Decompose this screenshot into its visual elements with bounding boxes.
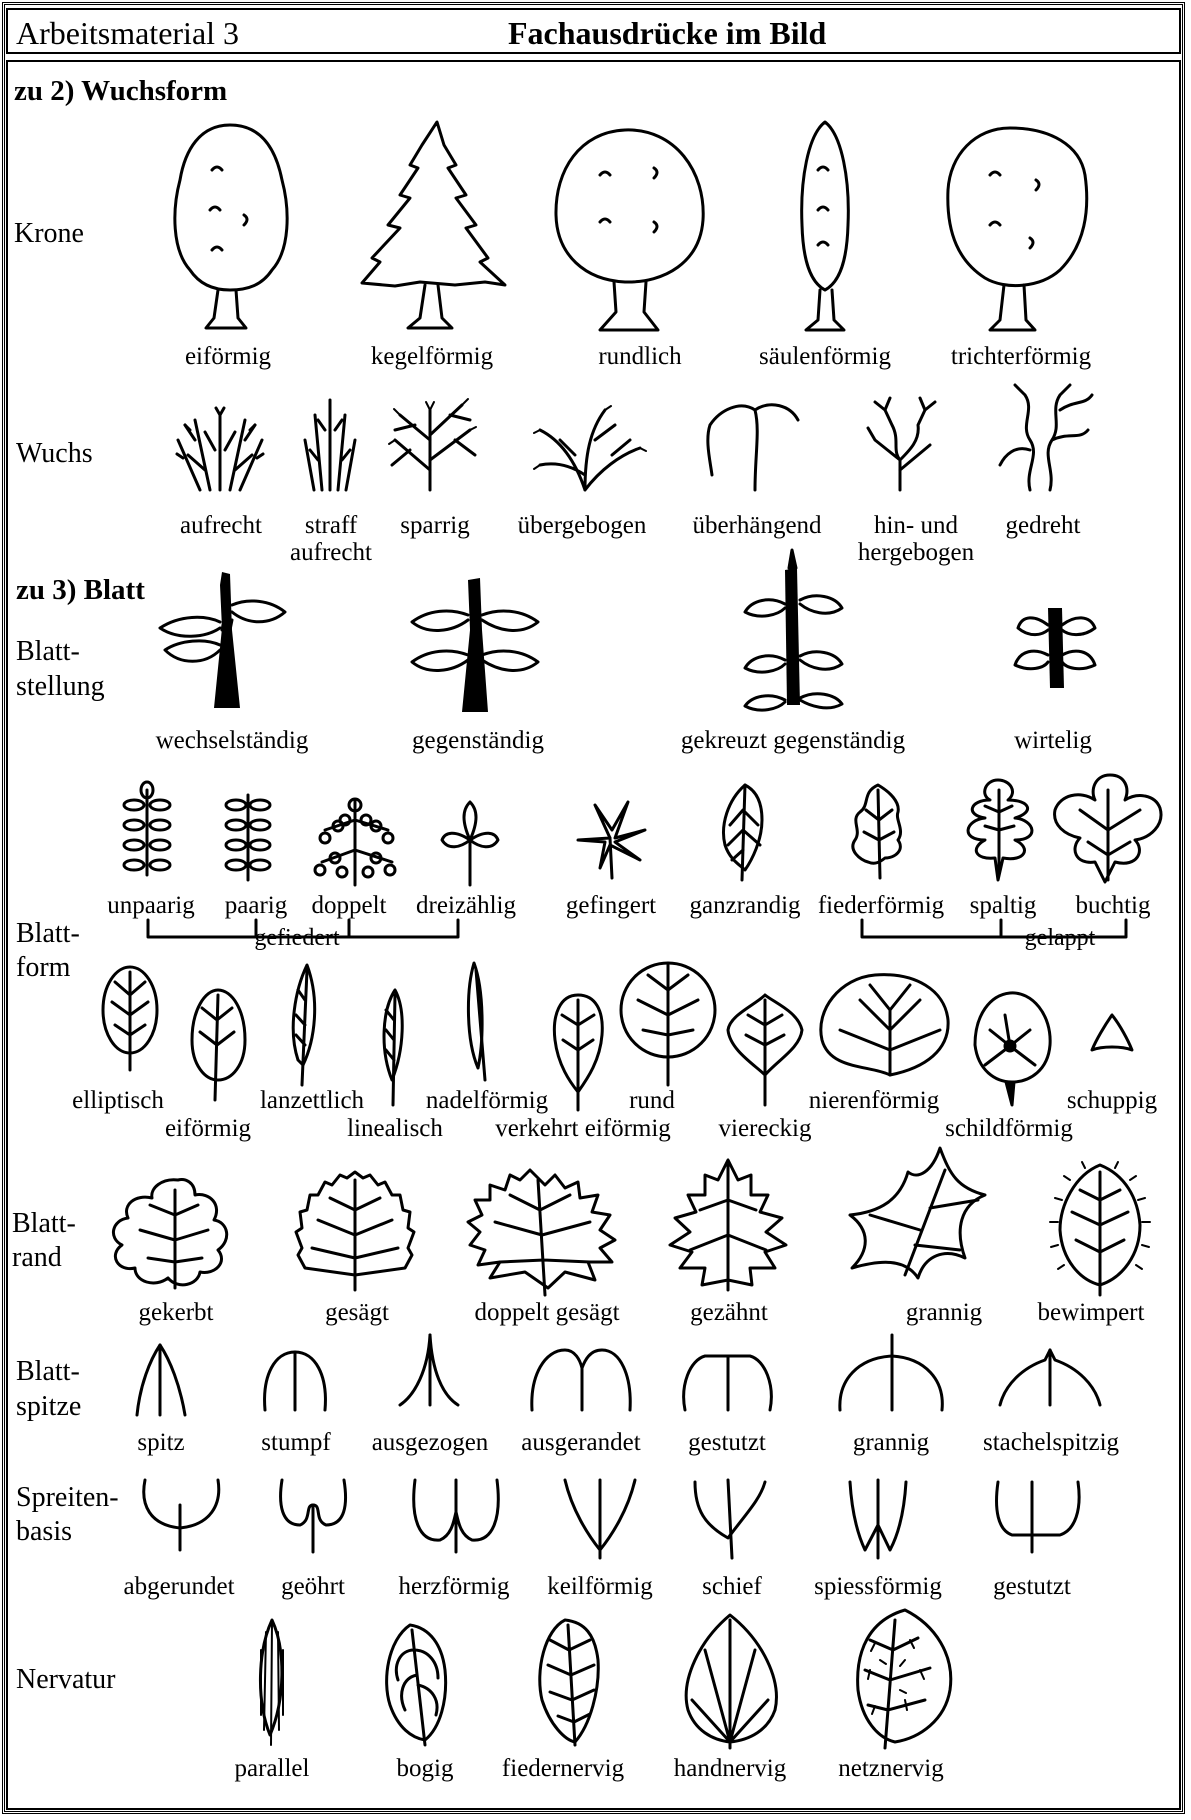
form-schildfoermig-icon [975, 993, 1050, 1105]
wuchs-hin-und-hergebogen-shrub [868, 398, 935, 490]
nerv-handnervig-icon [686, 1615, 776, 1748]
form-elliptisch-icon [103, 967, 157, 1070]
krone-eifoermig-tree [175, 125, 287, 328]
form-viereckig-icon [728, 995, 802, 1105]
wuchs-uebergebogen-shrub [534, 406, 646, 490]
krone-saeulenfoermig-tree [802, 122, 849, 330]
basis-schief-icon [695, 1480, 765, 1558]
basis-spiessfoermig-icon [850, 1480, 906, 1558]
basis-abgerundet-icon [144, 1480, 219, 1550]
form-doppelt-icon [315, 799, 395, 885]
krone-kegelfoermig-tree [362, 122, 505, 328]
form-lanzettlich-icon [293, 965, 314, 1085]
stellung-wechselstaendig-icon [160, 572, 285, 708]
rand-bewimpert-icon [1050, 1162, 1150, 1295]
form-unpaarig-icon [124, 782, 170, 875]
form-paarig-icon [226, 795, 270, 880]
nerv-fiedernervig-icon [540, 1620, 598, 1745]
form-gefingert-icon [578, 802, 645, 878]
nerv-bogig-icon [387, 1625, 446, 1745]
form-buchtig-icon [1055, 775, 1161, 882]
wuchs-sparrig-shrub [389, 399, 476, 490]
spitze-stachelspitzig-icon [1000, 1350, 1100, 1405]
wuchs-aufrecht-shrub [177, 408, 263, 490]
rand-gekerbt-icon [113, 1180, 226, 1288]
form-fiederfoermig-icon [853, 785, 901, 878]
krone-trichterfoermig-tree [948, 128, 1087, 330]
spitze-ausgezogen-icon [400, 1335, 458, 1405]
form-rund-icon [621, 963, 715, 1085]
form-nadelfoermig-icon [468, 963, 485, 1080]
spitze-grannig-icon [840, 1335, 942, 1410]
basis-geoehrt-icon [281, 1480, 346, 1552]
stellung-wirtelig-icon [1015, 608, 1095, 688]
krone-rundlich-tree [556, 130, 703, 330]
stellung-gekreuzt-gegenstaendig-icon [745, 550, 842, 710]
rand-grannig-icon [850, 1148, 985, 1278]
form-nierenfoermig-icon [821, 975, 948, 1075]
form-eifoermig-icon [192, 990, 245, 1100]
form-linealisch-icon [384, 990, 402, 1105]
form-dreizaehlig-icon [442, 802, 498, 885]
wuchs-gedreht-shrub [1000, 385, 1092, 490]
nerv-netznervig-icon [858, 1610, 951, 1748]
spitze-ausgerandet-icon [532, 1350, 630, 1410]
spitze-stumpf-icon [265, 1352, 326, 1410]
spitze-spitz-icon [137, 1345, 185, 1415]
rand-gesaegt-icon [296, 1172, 414, 1290]
form-schuppig-icon [1092, 1015, 1132, 1050]
form-ganzrandig-icon [724, 785, 762, 880]
basis-herzfoermig-icon [414, 1480, 499, 1552]
rand-doppelt-gesaegt-icon [468, 1170, 615, 1295]
basis-gestutzt-icon [997, 1482, 1080, 1552]
basis-keilfoermig-icon [565, 1480, 635, 1558]
wuchs-straff-aufrecht-shrub [305, 400, 355, 490]
form-spaltig-icon [968, 780, 1032, 880]
nerv-parallel-icon [260, 1620, 283, 1745]
spitze-gestutzt-icon [684, 1356, 772, 1410]
bracket-gelappt [862, 920, 1126, 937]
rand-gezaehnt-icon [670, 1160, 786, 1290]
stellung-gegenstaendig-icon [412, 578, 538, 712]
form-verkehrt-eifoermig-icon [554, 995, 602, 1110]
bracket-gefiedert [148, 920, 458, 937]
wuchs-ueberhaengend-shrub [708, 405, 798, 490]
